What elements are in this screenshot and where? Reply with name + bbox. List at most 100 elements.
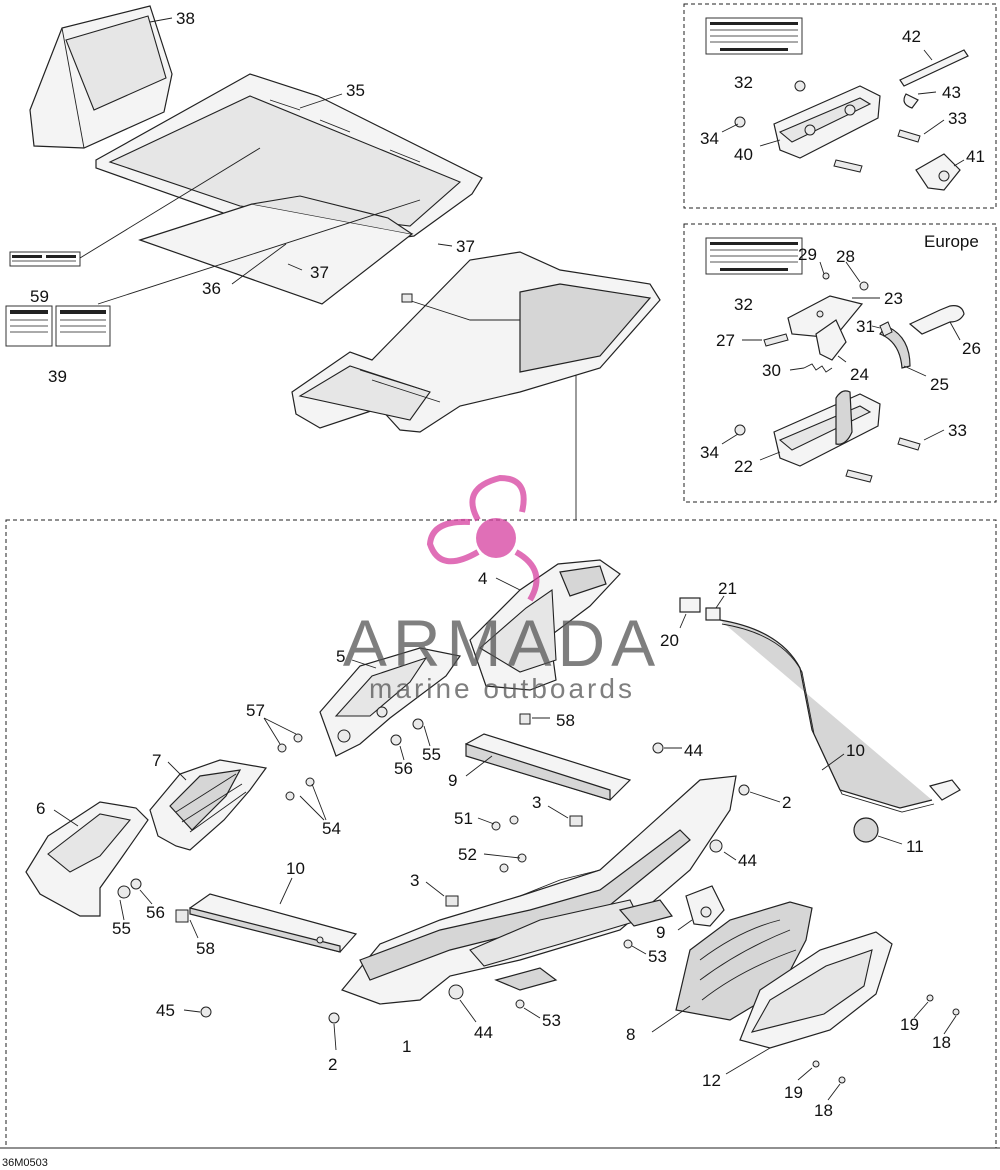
screw-45-upper: [652, 742, 664, 754]
leader-18-bottom: [827, 1083, 841, 1101]
leader-2-right: [749, 791, 781, 803]
callouts: 38 35 37 37 36 59 39 42 32 43 33 34 40 4…: [30, 9, 985, 1120]
callout-34-top: 34: [700, 129, 719, 148]
callout-30: 30: [762, 361, 781, 380]
leader-34-europe: [721, 433, 739, 445]
leader-35: [299, 93, 343, 109]
leader-55-upper: [423, 725, 431, 747]
callout-56-upper: 56: [394, 759, 413, 778]
leader-54: [299, 783, 327, 821]
cable-12: [719, 619, 961, 813]
callout-18-bottom: 18: [814, 1101, 833, 1120]
callout-33-top: 33: [948, 109, 967, 128]
leader-3-upper: [547, 805, 569, 819]
leader-41: [953, 159, 965, 167]
leader-14: [725, 1047, 771, 1075]
leader-18-right: [943, 1015, 957, 1035]
detail-frame-europe: [683, 223, 997, 503]
leader-34-top: [721, 123, 739, 133]
nut-52a: [499, 863, 509, 873]
bushing-44-right: [709, 839, 723, 853]
screw-33-top: [897, 129, 921, 143]
bolt-51a: [491, 821, 501, 831]
propeller-logo-icon: [426, 474, 540, 602]
leader-2-bottom: [333, 1023, 337, 1051]
callout-53-lower: 53: [542, 1011, 561, 1030]
retaining-clip-43: [903, 93, 919, 109]
leader-19-right: [913, 1001, 929, 1019]
callout-44-bottom: 44: [474, 1023, 493, 1042]
callout-5: 5: [336, 647, 345, 666]
nut-top-right-hinge: [794, 80, 806, 92]
mat-plate-36: [138, 195, 414, 305]
nut-58-lower: [175, 909, 189, 923]
callout-54: 54: [322, 819, 341, 838]
watermark-tagline: marine outboards: [369, 673, 635, 704]
callout-52: 52: [458, 845, 477, 864]
callout-32-europe: 32: [734, 295, 753, 314]
leader-56-upper: [399, 745, 405, 761]
leader-10: [651, 1005, 691, 1033]
nut-55-upper: [412, 718, 424, 730]
callout-10: 8: [626, 1025, 635, 1044]
bolt-51b: [509, 815, 519, 825]
leader-4: [495, 577, 521, 591]
nut-55-lower: [117, 885, 131, 899]
callout-12: 10: [846, 741, 865, 760]
armada-watermark: ARMADA marine outboards: [343, 474, 661, 704]
callout-2-right: 2: [782, 793, 791, 812]
rail-8: [465, 733, 632, 801]
callout-43: 43: [942, 83, 961, 102]
callout-19-right: 19: [900, 1015, 919, 1034]
cover-14: [739, 931, 893, 1049]
pin-31: [879, 321, 893, 337]
key-26: [908, 305, 965, 335]
leader-53-upper: [631, 945, 647, 955]
callout-27: 27: [716, 331, 735, 350]
callout-9: 10: [286, 859, 305, 878]
clip-3-upper: [569, 815, 583, 827]
bolt-54b: [305, 777, 315, 787]
callout-26: 26: [962, 339, 981, 358]
callout-23: 23: [884, 289, 903, 308]
bracket-7: [149, 759, 268, 851]
callout-4: 4: [478, 569, 487, 588]
reference-code: 36M0503: [2, 1157, 48, 1169]
leader-22: [759, 451, 781, 461]
cam-25: [879, 325, 911, 369]
callout-39: 39: [48, 367, 67, 386]
platform-assembly-top: [291, 251, 661, 433]
callout-41: 41: [966, 147, 985, 166]
callout-59: 59: [30, 287, 49, 306]
leader-21: [715, 595, 725, 609]
screw-27: [763, 333, 789, 347]
watermark-brand: ARMADA: [343, 606, 661, 680]
callout-14: 12: [702, 1071, 721, 1090]
callout-51: 51: [454, 809, 473, 828]
decal-39: [5, 305, 111, 347]
screw-2-right: [738, 784, 750, 796]
callout-28: 28: [836, 247, 855, 266]
leader-51: [477, 817, 495, 825]
nut-58-upper: [519, 713, 531, 725]
detail-frame-top-right: [683, 3, 997, 209]
callout-35: 35: [346, 81, 365, 100]
knob-13: [853, 817, 879, 843]
decal-59: [9, 251, 81, 267]
leader-5: [351, 659, 377, 669]
callout-42: 42: [902, 27, 921, 46]
callout-58-upper: 58: [556, 711, 575, 730]
callout-3-upper: 3: [532, 793, 541, 812]
leader-6: [53, 809, 79, 827]
nut-53-upper: [623, 939, 633, 949]
callout-8: 9: [448, 771, 457, 790]
callout-25: 25: [930, 375, 949, 394]
screw-33-europe: [897, 437, 921, 451]
callout-44-right: 44: [738, 851, 757, 870]
callout-45-bottom: 45: [156, 1001, 175, 1020]
callout-58-lower: 58: [196, 939, 215, 958]
leader-37a: [287, 263, 303, 271]
leader-44-bottom: [459, 999, 477, 1023]
callout-1: 1: [402, 1037, 411, 1056]
nut-53-lower: [515, 999, 525, 1009]
